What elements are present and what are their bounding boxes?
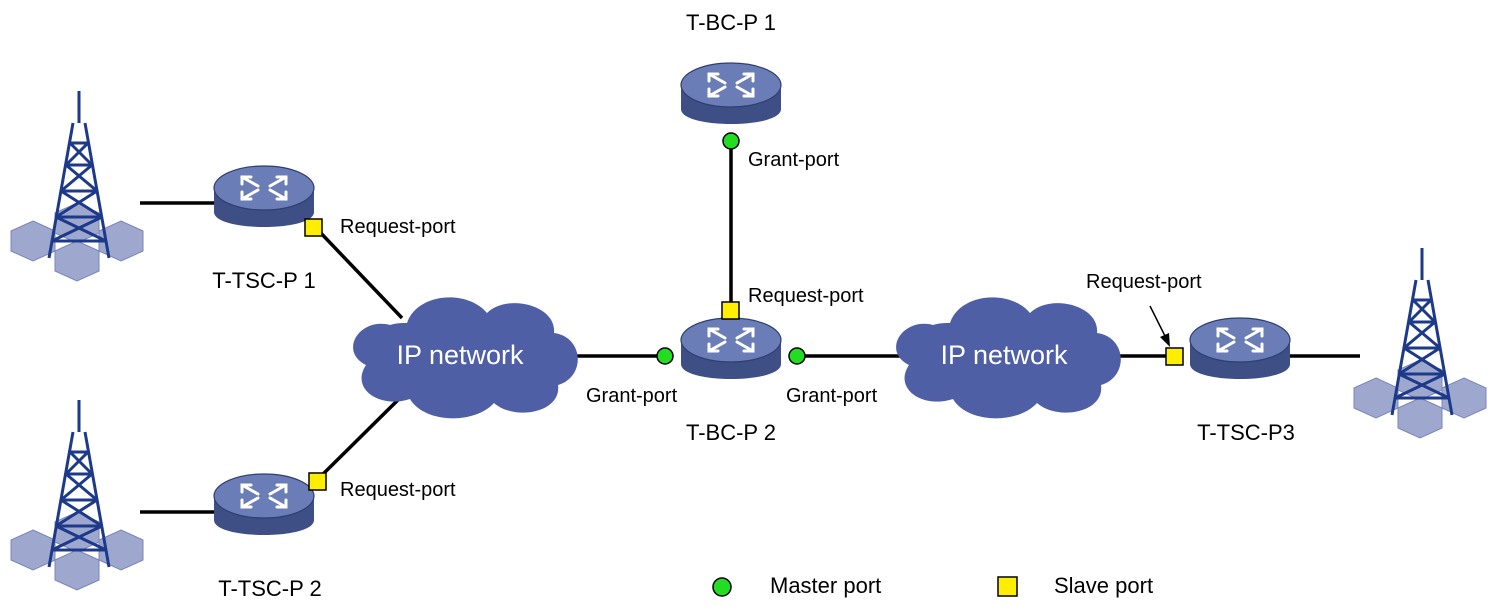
link-ttsc1-cloud <box>314 226 404 320</box>
device-ttsc1-label: T-TSC-P 1 <box>212 268 316 293</box>
device-tbc1-label: T-BC-P 1 <box>686 10 776 35</box>
slave-port-tbc2 <box>721 301 740 320</box>
legend-slave-swatch <box>997 576 1018 597</box>
switch-router-icon <box>212 472 316 537</box>
tbc2-grant-right-label: Grant-port <box>786 385 878 407</box>
links <box>140 143 1360 514</box>
slave-port-ttsc2 <box>308 472 327 491</box>
tbc1-grant-port-label: Grant-port <box>748 149 840 171</box>
legend: Master port Slave port <box>712 573 1153 598</box>
cell-tower-icon <box>11 91 143 281</box>
switch-router-icon <box>679 316 783 381</box>
cell-tower-icon <box>1354 248 1486 438</box>
cloud-left: IP network <box>353 297 578 419</box>
tbc2-request-port-label: Request-port <box>748 285 864 307</box>
cloud-right: IP network <box>896 297 1121 419</box>
switch-router-icon <box>1188 316 1292 381</box>
legend-master-label: Master port <box>770 573 881 598</box>
link-ttsc2-cloud <box>314 394 404 483</box>
slave-port-ttsc1 <box>304 218 323 237</box>
device-ttsc2-label: T-TSC-P 2 <box>218 576 322 601</box>
ttsc2-request-port-label: Request-port <box>340 479 456 501</box>
ttsc3-request-port-label: Request-port <box>1086 271 1202 293</box>
device-tbc2: T-BC-P 2 <box>679 316 783 445</box>
request-port-arrow <box>1149 305 1170 347</box>
device-tbc2-label: T-BC-P 2 <box>686 420 776 445</box>
cloud-left-label: IP network <box>396 340 524 370</box>
switch-router-icon <box>212 164 316 229</box>
ttsc1-request-port-label: Request-port <box>340 216 456 238</box>
cell-tower-icon <box>11 400 143 590</box>
device-tbc1: T-BC-P 1 <box>679 10 783 126</box>
tbc2-grant-left-label: Grant-port <box>586 385 678 407</box>
device-ttsc2: T-TSC-P 2 <box>212 472 322 601</box>
master-port-tbc1 <box>722 132 740 150</box>
device-ttsc3-label: T-TSC-P3 <box>1197 420 1295 445</box>
cloud-right-label: IP network <box>940 340 1068 370</box>
legend-master-swatch <box>712 577 732 597</box>
master-port-tbc2-left <box>656 347 674 365</box>
switch-router-icon <box>679 61 783 126</box>
legend-slave-label: Slave port <box>1054 573 1153 598</box>
slave-port-ttsc3 <box>1165 347 1184 366</box>
device-ttsc3: T-TSC-P3 <box>1188 316 1295 445</box>
device-ttsc1: T-TSC-P 1 <box>212 164 316 293</box>
master-port-tbc2-right <box>788 347 806 365</box>
